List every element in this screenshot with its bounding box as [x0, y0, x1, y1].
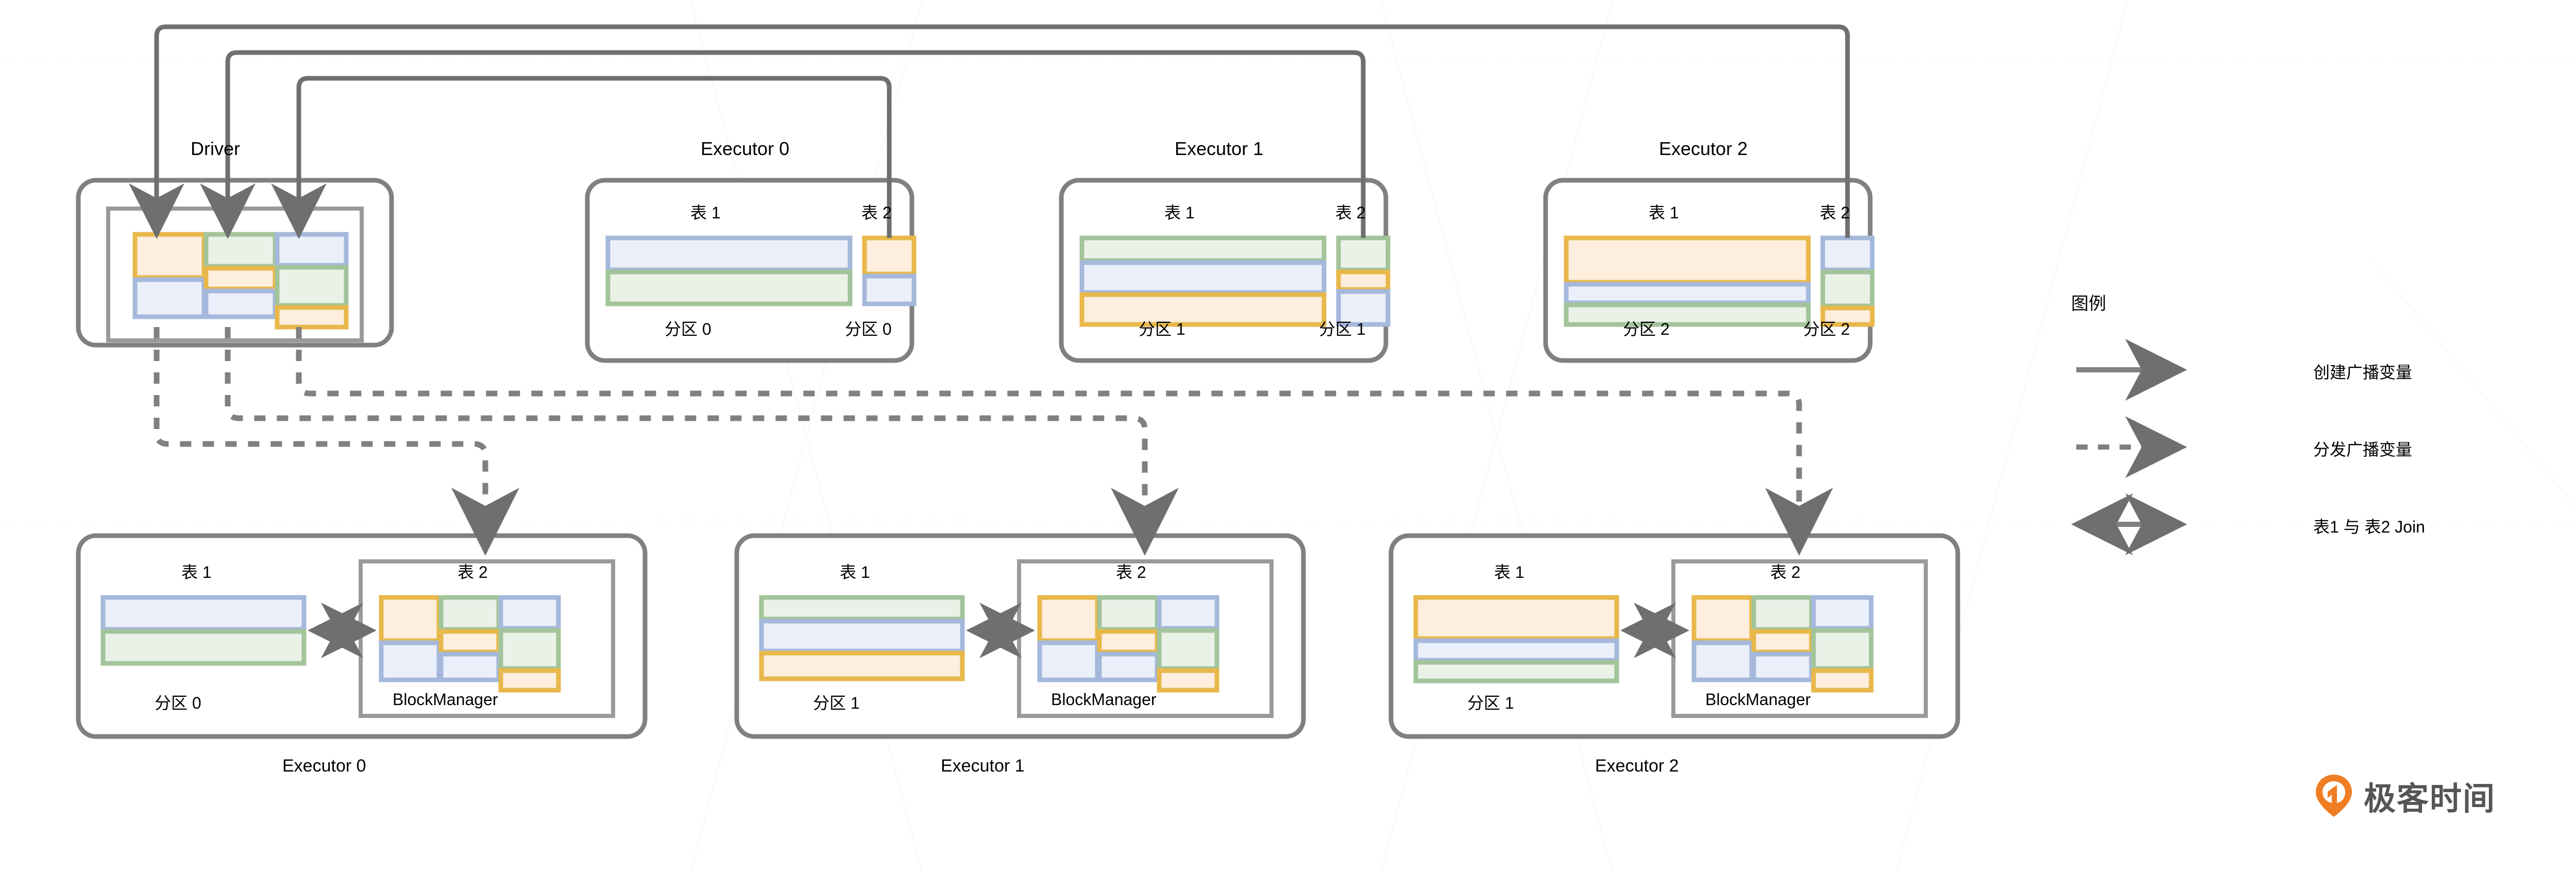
geektime-logo: 极客时间: [2313, 773, 2496, 819]
bottom-exec2-table2-label: 表 2: [1770, 563, 1801, 581]
legend-title: 图例: [2071, 294, 2106, 314]
top-exec2-table1-label: 表 1: [1649, 203, 1679, 222]
geektime-mark-icon: [2316, 775, 2352, 817]
bottom-exec1-blockmanager-label: BlockManager: [1051, 690, 1157, 709]
bottom-exec0-partition: 分区 0: [155, 694, 201, 712]
bottom-executor-0-box: [76, 533, 648, 739]
bottom-exec0-table2-label: 表 2: [457, 563, 488, 581]
top-executor-0-title: Executor 0: [701, 138, 790, 159]
bottom-exec1-partition: 分区 1: [813, 694, 860, 712]
distribute-broadcast-arrow-1: [225, 327, 1179, 556]
geektime-logo-text: 极客时间: [2364, 780, 2496, 817]
top-exec0-table2-partition: 分区 0: [845, 320, 892, 338]
top-exec2-table1-partition: 分区 2: [1623, 320, 1670, 338]
bottom-exec0-title: Executor 0: [282, 756, 366, 776]
bottom-exec1-title: Executor 1: [941, 756, 1025, 776]
driver-broadcast-grid: [132, 232, 349, 330]
top-executor-2-box: [1543, 178, 1875, 363]
top-exec1-table1-label: 表 1: [1164, 203, 1195, 222]
bottom-exec0-blockmanager-label: BlockManager: [393, 690, 498, 709]
bottom-exec2-title: Executor 2: [1595, 756, 1679, 776]
create-broadcast-arrow-2: [129, 24, 1850, 239]
top-executor-1-box: [1059, 178, 1391, 363]
bottom-executor-2-box: [1388, 533, 1960, 739]
bottom-exec0-table1-label: 表 1: [181, 563, 212, 581]
create-broadcast-connectors: [129, 24, 1850, 239]
create-broadcast-arrow-1: [200, 50, 1366, 239]
top-exec0-table1-partition: 分区 0: [665, 320, 711, 338]
legend-item-1-label: 分发广播变量: [2313, 440, 2413, 459]
create-broadcast-arrow-0: [271, 76, 892, 239]
top-exec1-table2-partition: 分区 1: [1319, 320, 1366, 338]
top-executor-2-title: Executor 2: [1659, 138, 1748, 159]
top-exec2-table2-partition: 分区 2: [1803, 320, 1850, 338]
top-exec2-table2-label: 表 2: [1820, 203, 1850, 222]
bottom-exec2-blockmanager-label: BlockManager: [1705, 690, 1811, 709]
legend-item-0-label: 创建广播变量: [2313, 363, 2413, 382]
legend-glyphs: [2071, 339, 2187, 555]
bottom-exec2-partition: 分区 1: [1467, 694, 1514, 712]
top-exec0-table1-label: 表 1: [690, 203, 721, 222]
top-executor-0-box: [585, 178, 917, 363]
top-exec1-table1-partition: 分区 1: [1139, 320, 1185, 338]
distribute-broadcast-arrow-0: [154, 327, 519, 556]
bottom-executor-1-box: [734, 533, 1306, 739]
legend-item-2-label: 表1 与 表2 Join: [2313, 518, 2425, 536]
driver-title: Driver: [191, 138, 240, 159]
bottom-exec2-table1-label: 表 1: [1494, 563, 1524, 581]
bottom-exec1-table2-label: 表 2: [1116, 563, 1146, 581]
distribute-broadcast-connectors: [154, 327, 1833, 556]
top-executor-1-title: Executor 1: [1175, 138, 1264, 159]
distribute-broadcast-arrow-2: [296, 327, 1833, 556]
top-exec0-table2-label: 表 2: [861, 203, 892, 222]
bottom-exec1-table1-label: 表 1: [840, 563, 870, 581]
top-exec1-table2-label: 表 2: [1335, 203, 1366, 222]
